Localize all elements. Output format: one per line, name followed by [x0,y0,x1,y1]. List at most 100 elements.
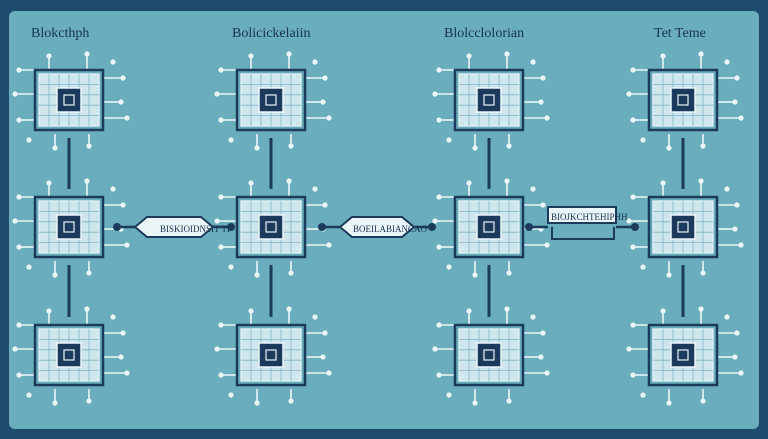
circuit-dot [660,308,666,314]
circuit-dot [288,270,294,276]
circuit-dot [630,117,636,123]
chip-icon-glyph [63,94,75,106]
circuit-dot [320,354,326,360]
circuit-dot [472,145,478,151]
circuit-dot [322,75,328,81]
connector-dot [631,223,639,231]
connector-dot [525,223,533,231]
circuit-dot [436,372,442,378]
circuit-dot [322,330,328,336]
node-c2-r1 [214,51,332,151]
circuit-dot [228,264,234,270]
circuit-dot [288,143,294,149]
circuit-dot [698,51,704,57]
circuit-dot [288,398,294,404]
circuit-dot [286,178,292,184]
node-frame [453,68,525,132]
circuit-dot [322,202,328,208]
circuit-dot [286,51,292,57]
circuit-dot [46,53,52,59]
circuit-dot [630,194,636,200]
circuit-dot [218,194,224,200]
node-c4-r2 [626,178,744,278]
node-frame [235,68,307,132]
circuit-dot [540,202,546,208]
circuit-dot [12,346,18,352]
shield-icon-glyph [677,349,689,361]
circuit-dot [738,370,744,376]
circuit-dot [504,306,510,312]
shield-icon [670,342,696,368]
circuit-dot [16,67,22,73]
connector-2 [318,216,436,238]
circuit-dot [640,137,646,143]
shield-icon [476,342,502,368]
chip-icon [476,87,502,113]
circuit-dot [504,51,510,57]
circuit-dot [120,75,126,81]
circuit-dot [218,67,224,73]
circuit-dot [466,180,472,186]
circuit-dot [626,346,632,352]
node-frame [647,68,719,132]
circuit-dot [218,322,224,328]
document-icon-glyph [265,221,277,233]
circuit-dot [16,322,22,328]
circuit-dot [640,264,646,270]
connector-bracket [551,227,615,240]
circuit-dot [506,398,512,404]
circuit-dot [124,242,130,248]
circuit-dot [52,272,58,278]
circuit-dot [228,392,234,398]
circuit-dot [630,67,636,73]
connector-dot [428,223,436,231]
circuit-dot [540,75,546,81]
circuit-dot [46,308,52,314]
circuit-dot [660,180,666,186]
circuit-dot [16,372,22,378]
circuit-dot [286,306,292,312]
circuit-dot [530,186,536,192]
document-icon [56,214,82,240]
circuit-dot [228,137,234,143]
node-c3-r3 [432,306,550,406]
circuit-dot [724,186,730,192]
connector-dot [318,223,326,231]
circuit-dot [248,180,254,186]
circuit-dot [472,272,478,278]
shield-icon-glyph [483,349,495,361]
node-frame [453,195,525,259]
circuit-dot [26,264,32,270]
circuit-dot [640,392,646,398]
circuit-dot [506,270,512,276]
circuit-dot [630,322,636,328]
node-c1-r3 [12,306,130,406]
node-frame [33,195,105,259]
circuit-dot [432,218,438,224]
circuit-dot [326,370,332,376]
circuit-dot [312,186,318,192]
circuit-dot [26,392,32,398]
circuit-dot [218,117,224,123]
circuit-dot [254,272,260,278]
circuit-dot [124,115,130,121]
circuit-dot [110,186,116,192]
node-frame [235,195,307,259]
node-frame [647,195,719,259]
circuit-dot [326,242,332,248]
node-c2-r2 [214,178,332,278]
circuit-dot [446,137,452,143]
document-icon-glyph [63,221,75,233]
circuit-dot [84,51,90,57]
circuit-dot [248,53,254,59]
node-frame [33,68,105,132]
node-c4-r1 [626,51,744,151]
shield-icon [56,342,82,368]
circuit-dot [52,400,58,406]
circuit-dot [436,117,442,123]
circuit-dot [254,145,260,151]
circuit-dot [86,398,92,404]
circuit-dot [732,354,738,360]
column-title-1: Blokcthph [31,26,90,41]
